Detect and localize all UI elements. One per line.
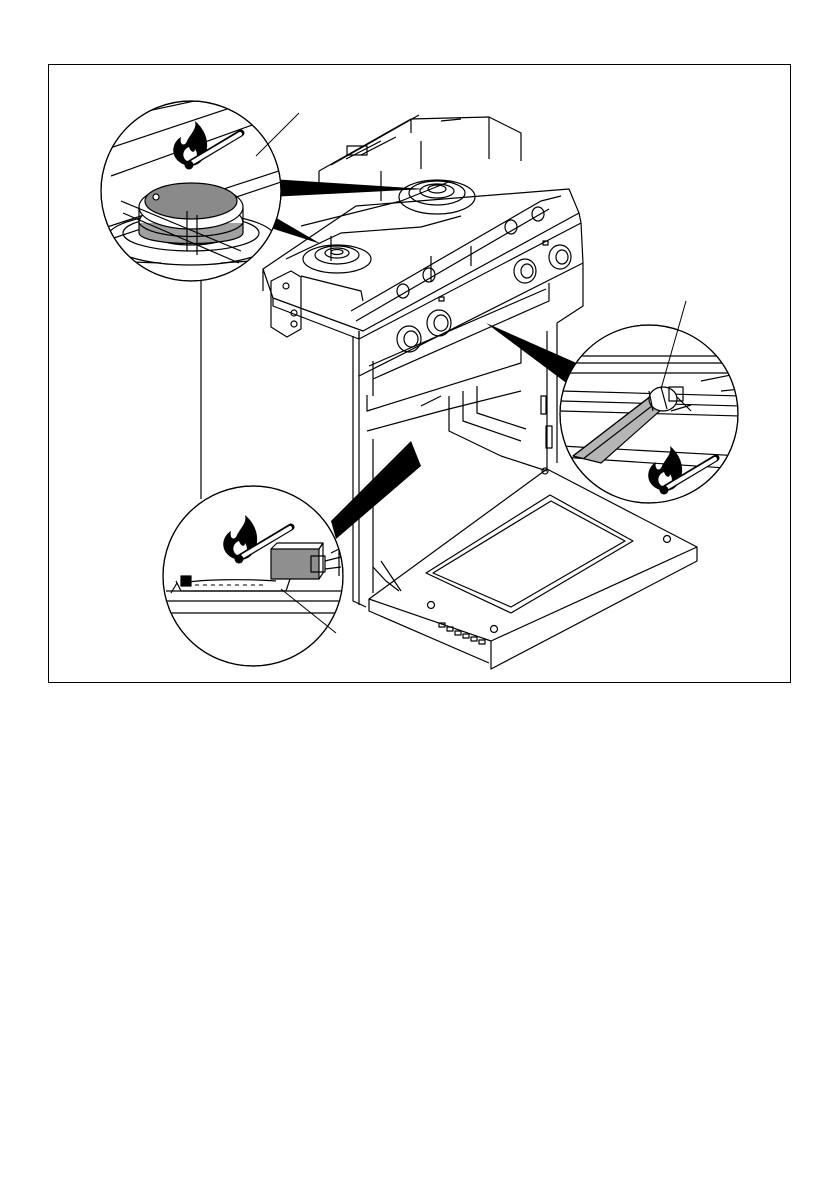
cooker-illustration [49, 65, 792, 684]
knob [505, 220, 517, 234]
knob [549, 245, 571, 269]
oven-interior [367, 386, 552, 593]
hob-burner-detail [101, 91, 299, 281]
knob [532, 207, 544, 221]
figure-frame [48, 64, 791, 683]
pan-support-rails [286, 115, 561, 321]
oven-burner-detail [163, 486, 343, 666]
door-vent-slots [439, 623, 485, 644]
knob [514, 259, 536, 283]
knob [423, 268, 435, 282]
